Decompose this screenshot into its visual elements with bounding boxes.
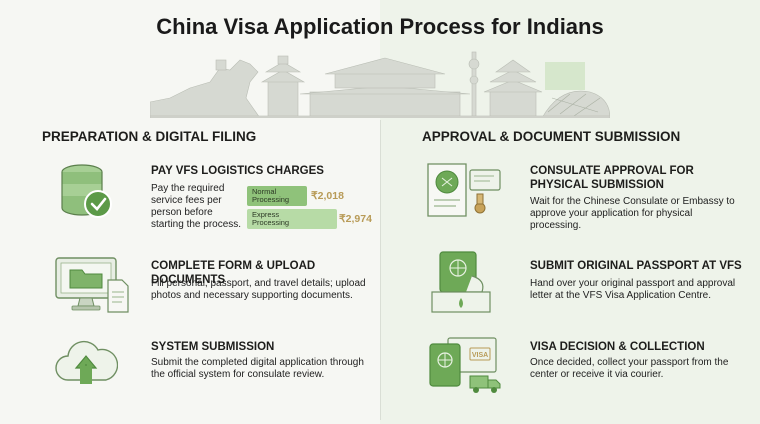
china-skyline-illustration: [150, 51, 610, 118]
visa-delivery-icon: VISA: [429, 337, 501, 393]
step-description: Submit the completed digital application…: [151, 357, 364, 380]
fee-label: Normal Processing: [252, 187, 290, 204]
section-divider: [380, 120, 381, 420]
fee-amount: ₹2,974: [339, 213, 372, 225]
document-stamp-icon: [427, 163, 501, 217]
visa-stamp-text: VISA: [472, 352, 488, 359]
step-description: Hand over your original passport and app…: [530, 278, 736, 301]
passport-submit-icon: [431, 251, 491, 313]
left-section-title: PREPARATION & DIGITAL FILING: [42, 129, 257, 144]
fee-amount: ₹2,018: [311, 190, 344, 202]
step-title: SYSTEM SUBMISSION: [151, 341, 275, 353]
fee-express: Express Processing ₹2,974: [247, 209, 383, 229]
step-description: Wait for the Chinese Consulate or Embass…: [530, 196, 735, 231]
fee-bar: [247, 209, 337, 229]
step-title: SUBMIT ORIGINAL PASSPORT AT VFS: [530, 260, 742, 272]
step-description: Pay the required service fees per person…: [151, 183, 242, 230]
computer-folder-icon: [55, 257, 129, 313]
cloud-upload-icon: [55, 340, 118, 384]
step-title: VISA DECISION & COLLECTION: [530, 341, 705, 353]
page-title: China Visa Application Process for India…: [156, 14, 604, 39]
step-title: PAY VFS LOGISTICS CHARGES: [151, 165, 324, 177]
fee-bar: [247, 186, 307, 206]
step-title: COMPLETE FORM & UPLOAD DOCUMENTS: [151, 260, 316, 286]
right-section-title: APPROVAL & DOCUMENT SUBMISSION: [422, 129, 681, 144]
step-description: Fill personal, passport, and travel deta…: [151, 278, 366, 301]
step-description: Once decided, collect your passport from…: [530, 357, 729, 380]
fee-normal: Normal Processing ₹2,018: [247, 186, 383, 206]
step-title: CONSULATE APPROVAL FOR PHYSICAL SUBMISSI…: [530, 165, 694, 191]
fee-label: Express Processing: [252, 210, 290, 227]
database-check-icon: [61, 164, 112, 218]
